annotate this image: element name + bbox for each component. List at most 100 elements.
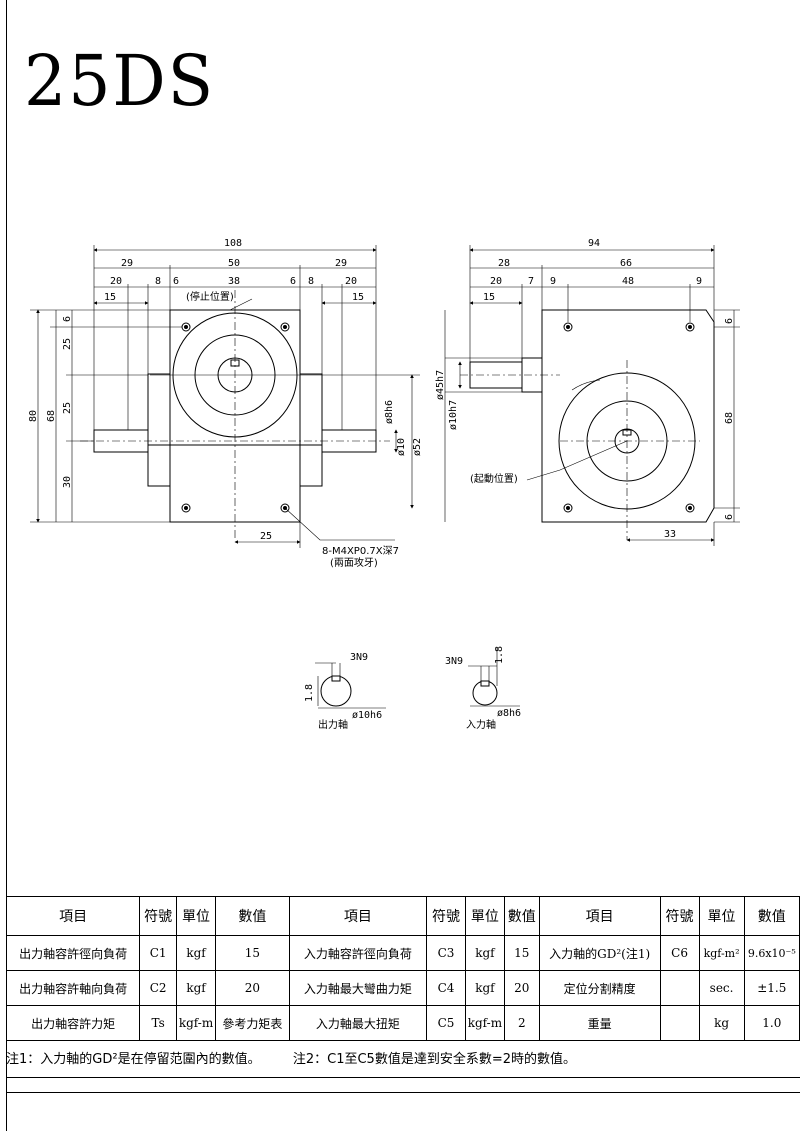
table-cell: kgf: [464, 970, 505, 1006]
table-header: 單位: [698, 896, 745, 936]
table-header: 符號: [426, 896, 466, 936]
table-cell: 入力軸最大彎曲力矩: [288, 970, 428, 1006]
dim-side-v6a: 6: [724, 318, 735, 324]
model-title: 25DS: [24, 40, 216, 122]
table-cell: C6: [659, 935, 700, 971]
table-cell: 9.6x10⁻⁵: [743, 935, 800, 971]
table-header: 符號: [139, 896, 178, 936]
table-cell: 20: [503, 970, 540, 1006]
dim-front-20b: 20: [345, 276, 357, 287]
table-cell: C1: [139, 935, 178, 971]
table-cell: kgf-m²: [698, 935, 745, 971]
output-shaft-detail: [315, 662, 386, 709]
dim-front-15b: 15: [352, 292, 364, 303]
dim-front-8a: 8: [155, 276, 161, 287]
table-header: 項目: [288, 896, 428, 936]
table-cell: C4: [426, 970, 466, 1006]
dim-front-v6: 6: [62, 316, 73, 322]
spec-table: 項目 符號 單位 數值 項目 符號 單位 數值 項目 符號 單位 數值 出力軸容…: [5, 896, 800, 1041]
table-cell: ±1.5: [743, 970, 800, 1006]
note-1: 注1：入力軸的GD²是在停留范圍內的數值。: [6, 1052, 261, 1067]
input-key-label: 3N9: [445, 656, 463, 667]
table-cell: 入力軸容許徑向負荷: [288, 935, 428, 971]
output-key-label: 3N9: [350, 652, 368, 663]
table-cell: 15: [214, 935, 290, 971]
table-header: 單位: [464, 896, 505, 936]
notes-row: 注1：入力軸的GD²是在停留范圍內的數值。 注2：C1至C5數值是達到安全系數=…: [6, 1043, 800, 1078]
bottom-rule: [6, 1092, 800, 1093]
dim-side-28: 28: [498, 258, 510, 269]
input-shaft-label: 入力軸: [466, 718, 496, 731]
thread-note-1: 8-M4XP0.7X深7: [322, 545, 399, 557]
dim-front-68: 68: [46, 410, 57, 422]
dim-front-108: 108: [224, 238, 242, 249]
table-header: 數值: [214, 896, 290, 936]
table-row: 出力軸容許軸向負荷 C2 kgf 20 入力軸最大彎曲力矩 C4 kgf 20 …: [5, 970, 800, 1006]
dim-front-v25a: 25: [62, 338, 73, 350]
table-row: 出力軸容許力矩 Ts kgf-m 參考力矩表 入力軸最大扭矩 C5 kgf-m …: [5, 1005, 800, 1041]
dim-front-d10: ø10: [396, 438, 407, 456]
dim-side-d10h7: ø10h7: [448, 400, 459, 430]
table-cell: kgf: [176, 935, 216, 971]
dim-front-d8h6: ø8h6: [384, 400, 395, 424]
table-header: 單位: [176, 896, 216, 936]
table-header: 項目: [5, 896, 141, 936]
side-housing: [541, 309, 715, 523]
side-view: [460, 309, 715, 540]
left-boss: [147, 373, 171, 487]
table-cell: 參考力矩表: [214, 1005, 290, 1041]
table-cell: 1.0: [743, 1005, 800, 1041]
table-header: 數值: [503, 896, 540, 936]
dim-front-29b: 29: [335, 258, 347, 269]
table-cell: 出力軸容許軸向負荷: [5, 970, 141, 1006]
table-cell: 15: [503, 935, 540, 971]
dim-front-v30: 30: [62, 476, 73, 488]
table-header: 數值: [743, 896, 800, 936]
dim-front-20a: 20: [110, 276, 122, 287]
output-shaft-label: 出力軸: [318, 718, 348, 731]
dim-side-48: 48: [622, 276, 634, 287]
stop-position-label: (停止位置): [186, 290, 234, 303]
dim-side-66: 66: [620, 258, 632, 269]
table-row: 出力軸容許徑向負荷 C1 kgf 15 入力軸容許徑向負荷 C3 kgf 15 …: [5, 935, 800, 971]
table-header: 項目: [538, 896, 661, 936]
table-cell: [659, 1005, 700, 1041]
dim-side-v68: 68: [724, 412, 735, 424]
side-input-shaft: [469, 361, 523, 389]
dim-side-9b: 9: [696, 276, 702, 287]
table-header: 符號: [659, 896, 700, 936]
table-header-row: 項目 符號 單位 數值 項目 符號 單位 數值 項目 符號 單位 數值: [5, 896, 800, 936]
table-cell: 20: [214, 970, 290, 1006]
technical-drawing: 108 29 50 29 20 8 6 38 6 8 20 15 15 (停止位…: [28, 238, 740, 731]
table-cell: 出力軸容許力矩: [5, 1005, 141, 1041]
start-position-label: (起動位置): [470, 472, 518, 485]
dim-side-9a: 9: [550, 276, 556, 287]
thread-note-2: (兩面攻牙): [330, 556, 378, 569]
table-cell: 入力軸最大扭矩: [288, 1005, 428, 1041]
dim-front-6a: 6: [173, 276, 179, 287]
dim-front-d52: ø52: [412, 438, 423, 456]
output-depth-label: 1.8: [304, 684, 315, 702]
table-cell: kg: [698, 1005, 745, 1041]
dim-side-15: 15: [483, 292, 495, 303]
front-view: [80, 290, 420, 540]
dim-front-6b: 6: [290, 276, 296, 287]
table-cell: kgf-m: [464, 1005, 505, 1041]
dim-side-bottom33: 33: [664, 529, 676, 540]
table-cell: C2: [139, 970, 178, 1006]
dim-front-v25b: 25: [62, 402, 73, 414]
table-cell: sec.: [698, 970, 745, 1006]
table-cell: Ts: [139, 1005, 178, 1041]
note-2: 注2：C1至C5數值是達到安全系數=2時的數值。: [292, 1052, 576, 1067]
table-cell: [659, 970, 700, 1006]
dim-front-15a: 15: [104, 292, 116, 303]
page-border: [6, 0, 7, 1131]
dim-side-d45h7: ø45h7: [435, 370, 446, 400]
table-cell: 定位分割精度: [538, 970, 661, 1006]
dim-front-50: 50: [228, 258, 240, 269]
dim-front-80: 80: [28, 410, 39, 422]
table-cell: kgf: [464, 935, 505, 971]
input-depth-label: 1.8: [494, 646, 505, 664]
dim-front-bottom25: 25: [260, 531, 272, 542]
dim-front-38: 38: [228, 276, 240, 287]
